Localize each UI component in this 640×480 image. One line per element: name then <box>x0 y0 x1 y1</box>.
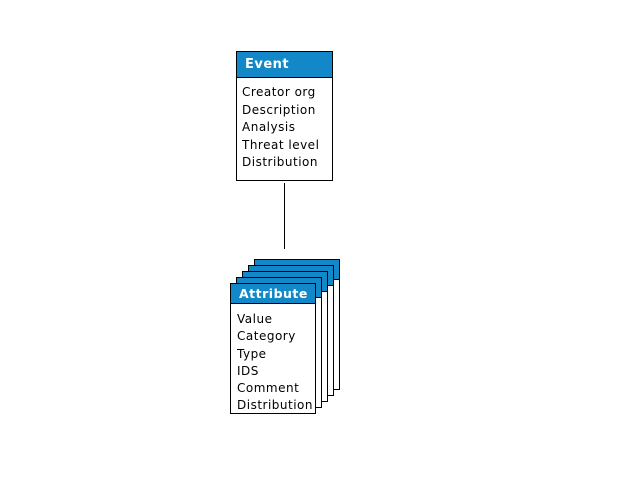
event-entity-box: Event Creator org Description Analysis T… <box>236 51 333 181</box>
event-field-description: Description <box>242 102 316 117</box>
event-field-distribution: Distribution <box>242 155 319 169</box>
attribute-box-header: Attribute <box>231 284 315 304</box>
attribute-field-type: Type <box>237 346 267 361</box>
attribute-box-title: Attribute <box>239 286 308 301</box>
event-field-creator-org: Creator org <box>242 85 316 99</box>
event-box-title: Event <box>245 57 290 72</box>
attribute-field-value: Value <box>237 312 273 326</box>
event-field-analysis: Analysis <box>242 120 296 134</box>
attribute-field-distribution: Distribution <box>237 398 314 413</box>
event-attribute-connector-line <box>284 183 285 249</box>
attribute-field-ids: IDS <box>237 363 259 378</box>
event-field-threat-level: Threat level <box>242 137 320 152</box>
attribute-field-comment: Comment <box>237 381 300 396</box>
event-box-field-list: Creator org Description Analysis Threat … <box>237 78 332 172</box>
attribute-field-category: Category <box>237 329 296 344</box>
attribute-entity-box: Attribute Value Category Type IDS Commen… <box>230 283 316 414</box>
event-box-header: Event <box>237 52 332 78</box>
attribute-box-field-list: Value Category Type IDS Comment Distribu… <box>231 304 315 415</box>
